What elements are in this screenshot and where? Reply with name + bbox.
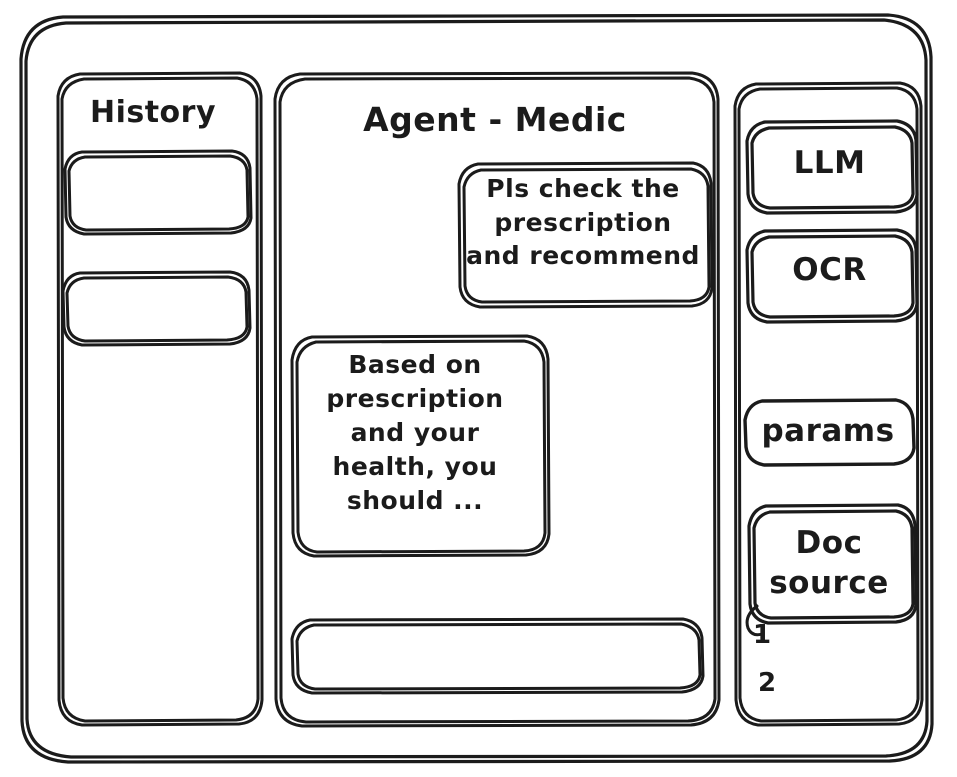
user-message-bubble [457,161,714,309]
params-shape [743,398,916,467]
user-message-text: Pls check the prescription and recommend [466,174,700,270]
tool-llm-button[interactable] [747,121,917,213]
doc-source-label: Doc source [769,525,889,602]
user-message [459,163,712,307]
history-panel [56,71,264,727]
assistant-message [292,336,549,556]
tool-llm-shape [745,119,919,215]
tool-ocr-label: OCR [792,252,867,288]
params-button[interactable] [745,400,914,465]
tool-ocr-button[interactable] [747,230,917,322]
history-item-2-shape [61,270,252,347]
history-item-1[interactable] [65,151,251,234]
main-panel [273,71,721,728]
doc-source-item-2[interactable]: 2 [758,668,777,698]
composer-shape [290,617,705,695]
tool-ocr-shape [745,228,919,324]
params-label: params [761,413,895,449]
message-input[interactable] [292,619,703,693]
doc-source-shape [747,503,918,625]
history-item-1-shape [63,149,253,236]
history-item-2[interactable] [63,272,250,345]
doc-source-item-1[interactable]: 1 [753,620,772,650]
page-title: Agent - Medic [363,100,627,139]
history-panel-title: History [89,95,217,130]
doc-source-connector [745,604,764,637]
doc-source-button[interactable] [749,505,916,623]
assistant-message-bubble [290,334,551,558]
assistant-message-text: Based on prescription and your health, y… [326,350,504,515]
tool-llm-label: LLM [793,145,866,181]
tools-panel [733,81,924,727]
window-frame [19,13,934,764]
